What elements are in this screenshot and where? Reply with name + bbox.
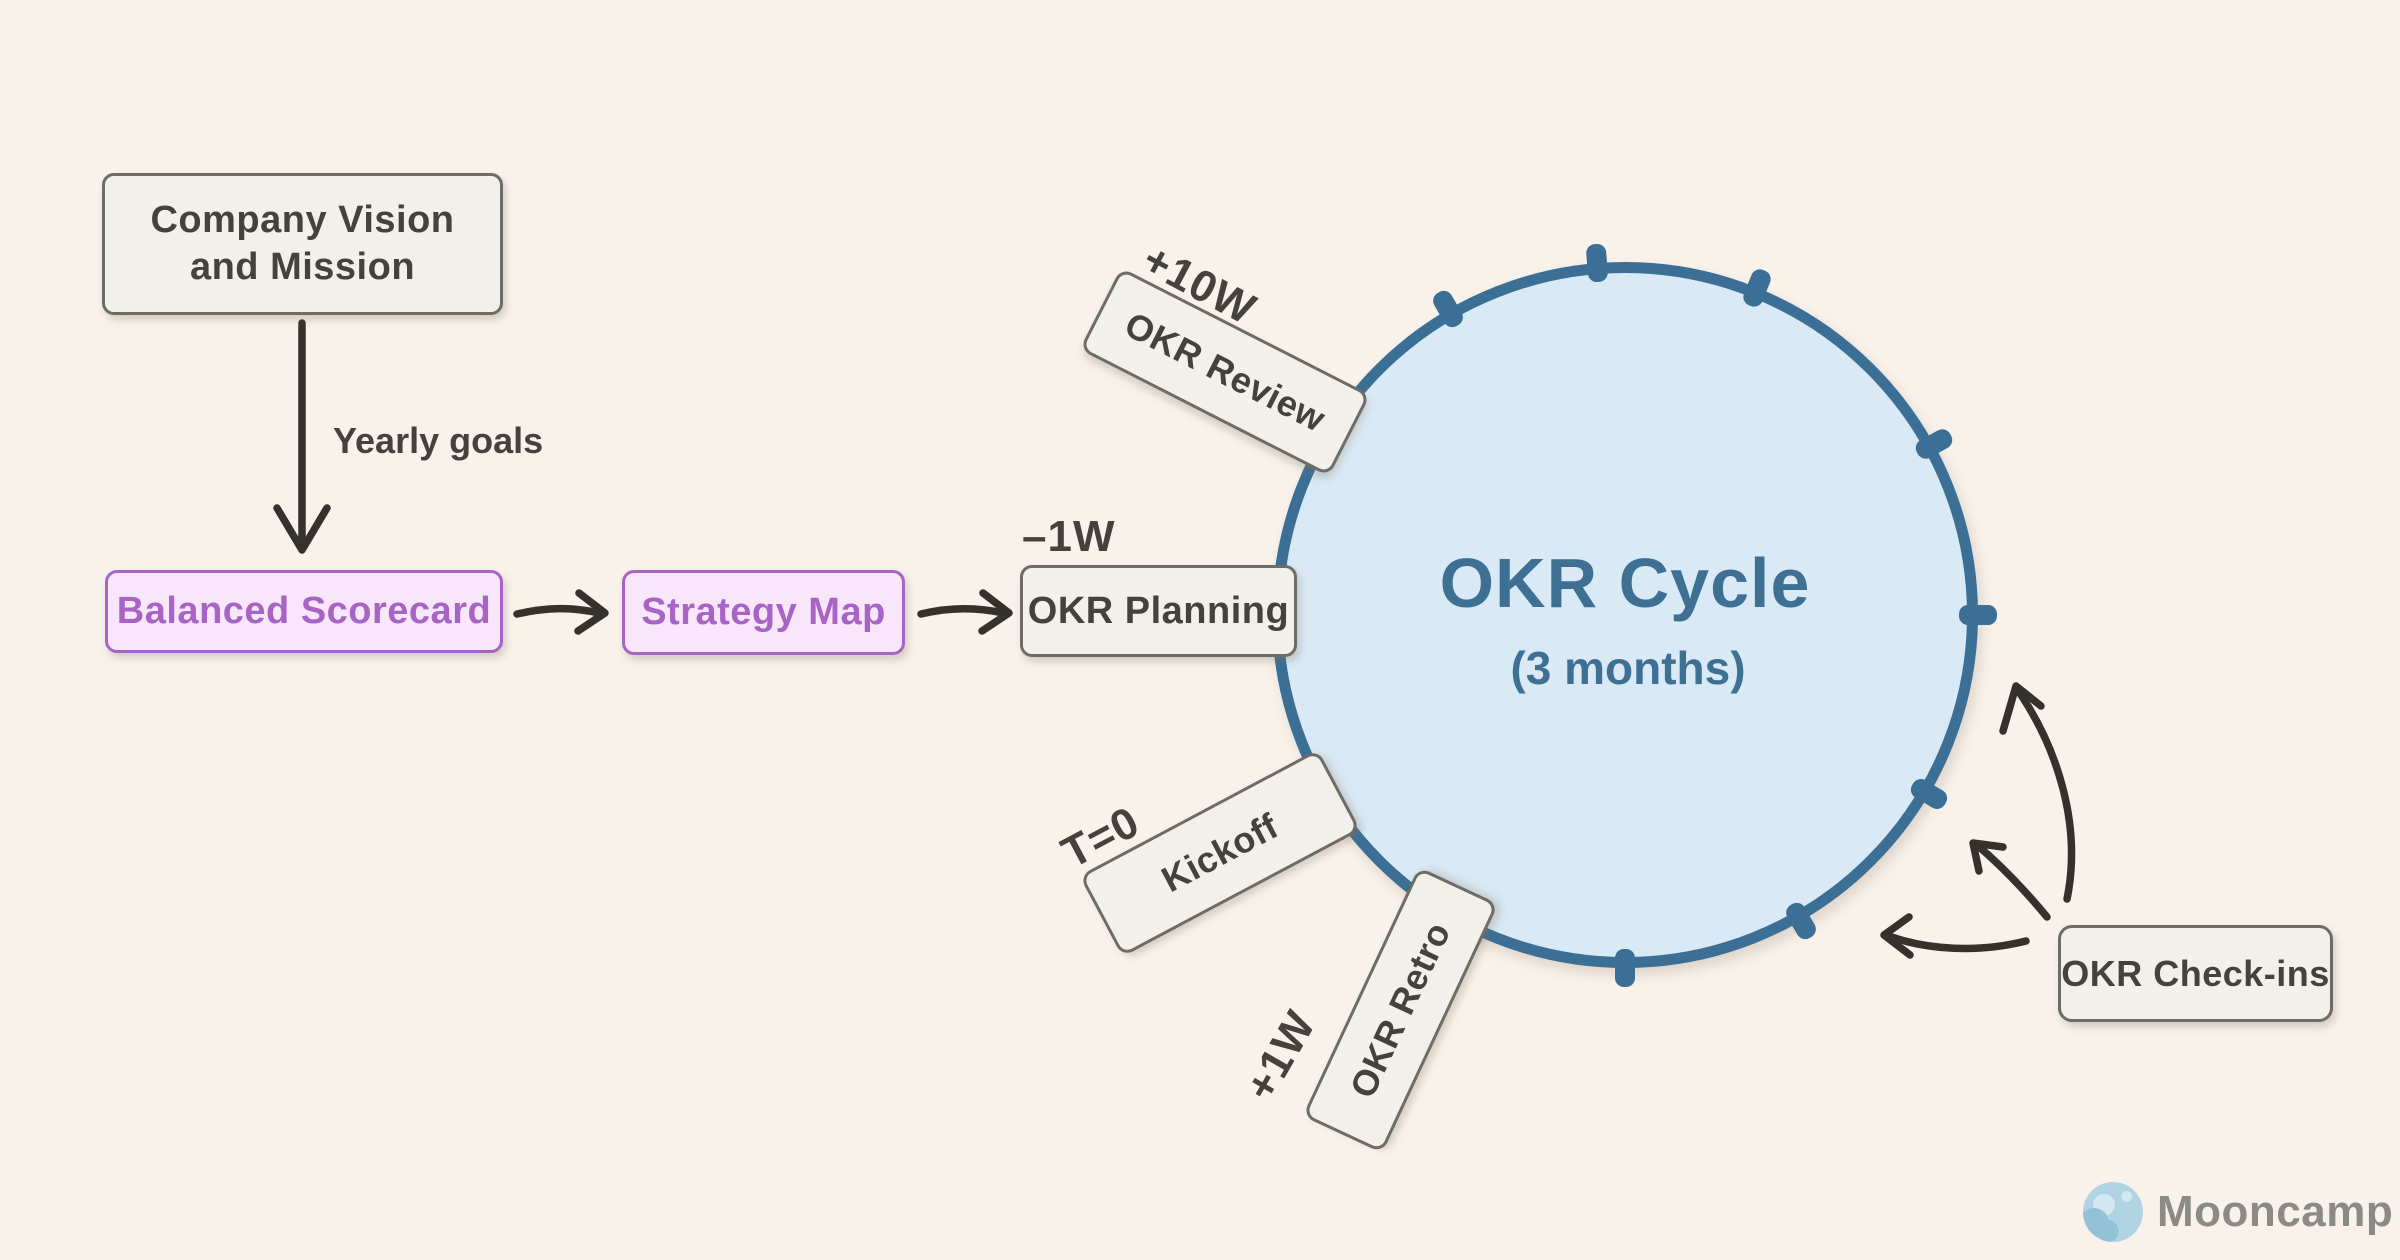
brand-name: Mooncamp <box>2157 1187 2394 1236</box>
cycle-subtitle: (3 months) <box>1510 642 1746 694</box>
arrow-down-head <box>273 504 331 554</box>
okr-planning-box: OKR Planning <box>1020 565 1297 657</box>
arrow-right-1 <box>513 604 603 618</box>
strategy-map-box: Strategy Map <box>622 570 905 655</box>
checkins-arrow-mid-head <box>1969 839 2007 875</box>
checkins-arrow-left-head <box>1880 913 1914 959</box>
checkins-arrow-mid <box>1973 841 2051 921</box>
okr-planning-time-label: –1W <box>1022 512 1116 561</box>
company-vision-line1: Company Vision <box>150 198 455 241</box>
cycle-title: OKR Cycle <box>1439 544 1811 622</box>
company-vision-box: Company Vision and Mission <box>102 173 503 315</box>
cycle-tick <box>1615 949 1635 987</box>
checkins-arrow-long <box>2013 685 2076 903</box>
okr-checkins-box: OKR Check-ins <box>2058 925 2333 1022</box>
yearly-goals-label: Yearly goals <box>333 420 544 461</box>
arrow-right-2-head <box>978 589 1013 635</box>
okr-cycle-circle <box>1272 262 1978 968</box>
company-vision-line2: and Mission <box>189 246 416 288</box>
arrow-right-2 <box>917 604 1007 618</box>
arrow-right-1-head <box>574 589 609 635</box>
cycle-tick <box>1959 605 1997 625</box>
brand-logo: Mooncamp <box>2083 1182 2393 1242</box>
balanced-scorecard-box: Balanced Scorecard <box>105 570 503 653</box>
moon-icon <box>2083 1182 2143 1242</box>
checkins-arrow-long-head <box>1999 682 2045 735</box>
okr-retro-box: OKR Retro <box>1302 866 1499 1154</box>
checkins-arrow-left <box>1885 932 2030 953</box>
cycle-tick <box>1585 243 1609 283</box>
